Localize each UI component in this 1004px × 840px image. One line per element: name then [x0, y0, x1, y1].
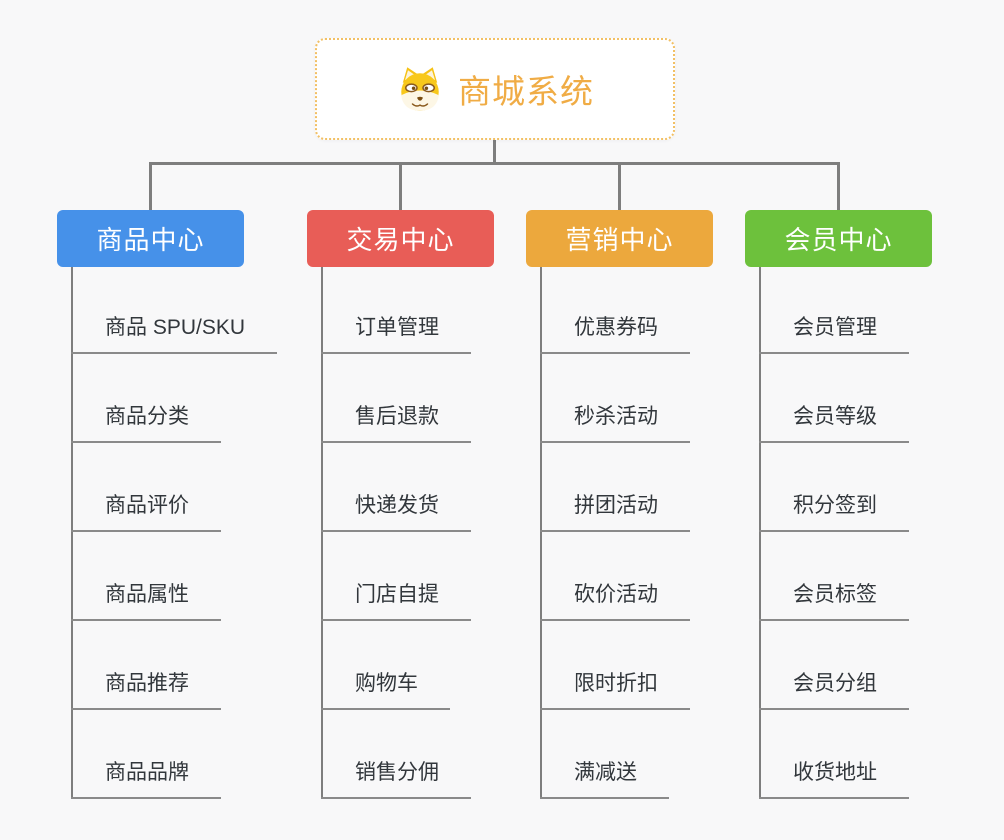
root-title: 商城系统: [458, 73, 594, 110]
leaf-node[interactable]: 售后退款: [321, 398, 471, 443]
doge-face-icon: [401, 67, 439, 111]
root-node-mall-system[interactable]: 商城系统: [315, 38, 675, 140]
branch-node-trade-center[interactable]: 交易中心: [307, 210, 494, 267]
connector-top-rail: [149, 162, 840, 165]
branch-node-marketing-center[interactable]: 营销中心: [526, 210, 713, 267]
leaf-node[interactable]: 会员分组: [759, 665, 909, 710]
leaf-node[interactable]: 销售分佣: [321, 754, 471, 799]
leaf-node[interactable]: 会员管理: [759, 309, 909, 354]
leaf-node[interactable]: 门店自提: [321, 576, 471, 621]
leaf-node[interactable]: 快递发货: [321, 487, 471, 532]
leaf-node[interactable]: 会员等级: [759, 398, 909, 443]
connector-stub-trade: [399, 162, 402, 210]
branch-label: 会员中心: [784, 225, 893, 255]
leaf-node[interactable]: 商品 SPU/SKU: [71, 309, 278, 354]
branch-label: 营销中心: [565, 225, 674, 255]
connector-column-marketing: [540, 267, 542, 799]
leaf-node[interactable]: 商品评价: [71, 487, 221, 532]
connector-column-member: [759, 267, 761, 799]
leaf-node[interactable]: 满减送: [540, 754, 669, 799]
connector-column-product: [71, 267, 73, 799]
leaf-node[interactable]: 收货地址: [759, 754, 909, 799]
connector-root-drop: [493, 140, 496, 163]
leaf-node[interactable]: 商品推荐: [71, 665, 221, 710]
branch-node-member-center[interactable]: 会员中心: [745, 210, 932, 267]
leaf-node[interactable]: 商品品牌: [71, 754, 221, 799]
connector-stub-marketing: [618, 162, 621, 210]
leaf-node[interactable]: 商品分类: [71, 398, 221, 443]
branch-node-product-center[interactable]: 商品中心: [57, 210, 244, 267]
leaf-node[interactable]: 砍价活动: [540, 576, 690, 621]
leaf-node[interactable]: 拼团活动: [540, 487, 690, 532]
leaf-node[interactable]: 商品属性: [71, 576, 221, 621]
leaf-node[interactable]: 积分签到: [759, 487, 909, 532]
connector-stub-member: [837, 162, 840, 210]
leaf-node[interactable]: 购物车: [321, 665, 450, 710]
connector-stub-product: [149, 162, 152, 210]
leaf-node[interactable]: 订单管理: [321, 309, 471, 354]
leaf-node[interactable]: 优惠券码: [540, 309, 690, 354]
leaf-node[interactable]: 会员标签: [759, 576, 909, 621]
branch-label: 商品中心: [96, 225, 205, 255]
branch-label: 交易中心: [346, 225, 455, 255]
connector-column-trade: [321, 267, 323, 799]
leaf-node[interactable]: 限时折扣: [540, 665, 690, 710]
leaf-node[interactable]: 秒杀活动: [540, 398, 690, 443]
